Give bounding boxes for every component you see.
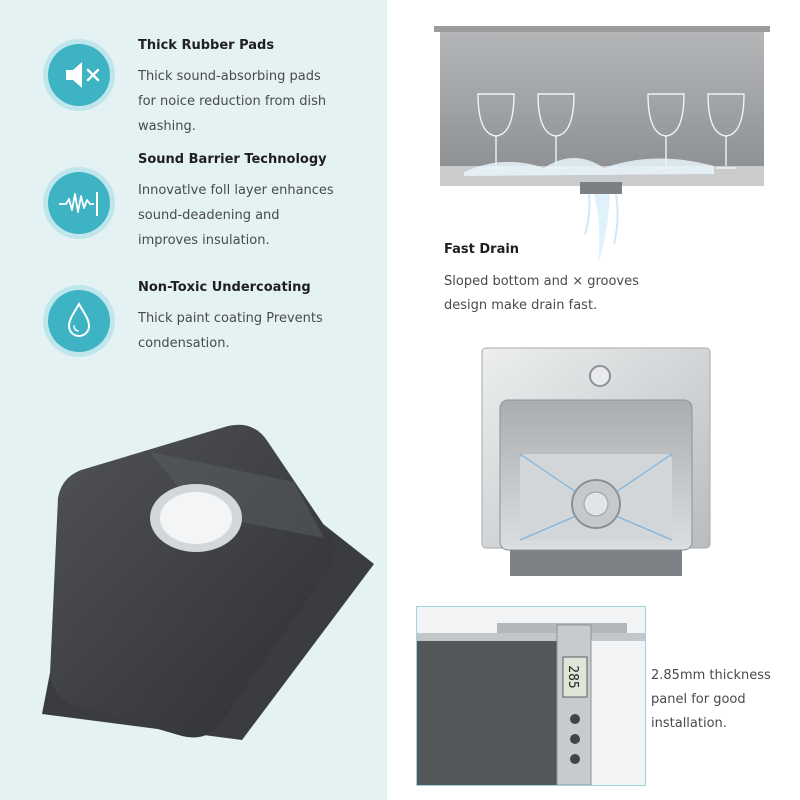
feature-description: Thick paint coating Prevents condensatio… xyxy=(138,311,323,351)
caliper-reading: 285 xyxy=(565,665,580,688)
fast-drain-title: Fast Drain xyxy=(444,242,520,257)
thickness-description: 2.85mm thickness panel for good installa… xyxy=(651,668,771,731)
speaker-mute-icon xyxy=(42,38,116,112)
feature-title: Sound Barrier Technology xyxy=(138,152,327,167)
sink-top-view-image xyxy=(476,346,716,582)
feature-title: Thick Rubber Pads xyxy=(138,38,275,53)
sink-cross-section-image xyxy=(434,26,770,266)
feature-description: Innovatlve foll layer enhances sound-dea… xyxy=(138,183,334,248)
feature-description: Thick sound-absorbing pads for noice red… xyxy=(138,69,327,134)
caliper-measurement-image: 285 xyxy=(416,606,646,786)
water-drop-icon xyxy=(42,284,116,358)
sink-bottom-view-image xyxy=(30,412,380,742)
fast-drain-description: Sloped bottom and × grooves design make … xyxy=(444,274,639,313)
waveform-icon xyxy=(42,166,116,240)
feature-title: Non-Toxic Undercoating xyxy=(138,280,311,295)
